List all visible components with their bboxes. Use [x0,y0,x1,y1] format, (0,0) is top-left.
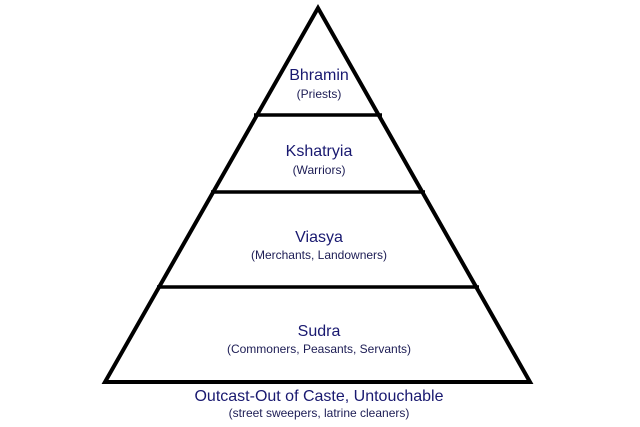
tier-3-description: (Merchants, Landowners) [250,248,388,262]
tier-3-title: Viasya [295,229,343,246]
tier-5-description: (street sweepers, latrine cleaners) [228,406,410,420]
tier-2-description: (Warriors) [292,163,346,177]
tier-4-title: Sudra [297,323,341,340]
tier-4-description: (Commoners, Peasants, Servants) [226,342,412,356]
tier-2-title: Kshatryia [285,143,353,160]
tier-1-title: Bhramin [289,67,349,84]
tier-5-title: Outcast-Out of Caste, Untouchable [194,388,444,405]
tier-1-description: (Priests) [296,87,342,101]
